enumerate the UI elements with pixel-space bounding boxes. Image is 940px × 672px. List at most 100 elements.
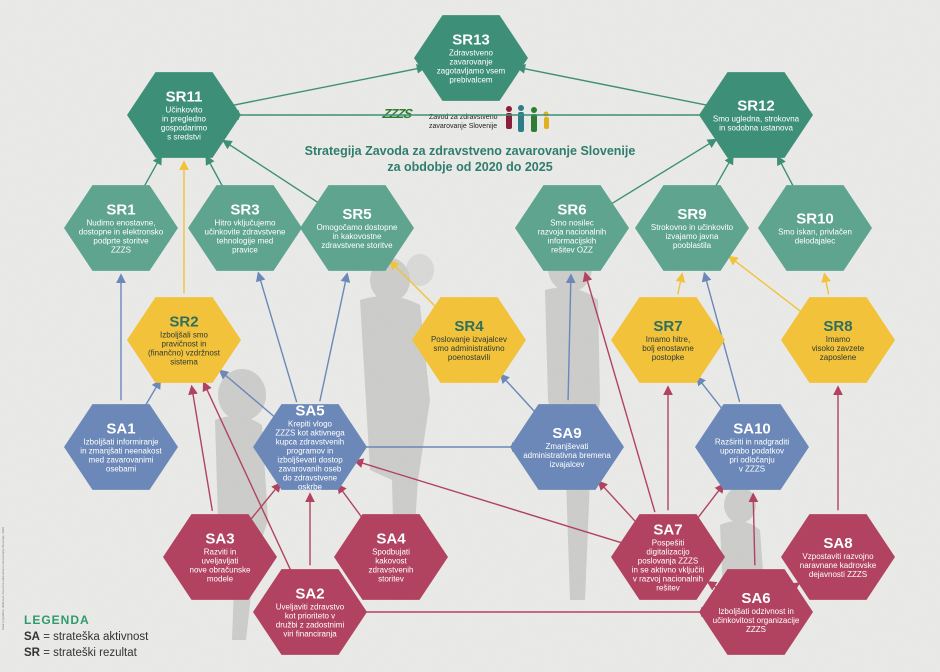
legend-sr-code: SR xyxy=(24,647,40,659)
zzzs-logo: ZZZS Zavod za zdravstveno zavarovanje Sl… xyxy=(382,104,563,144)
hexagon-shape xyxy=(781,514,895,600)
node-text-line: programov in xyxy=(287,447,334,456)
node-text-line: pravičnost in xyxy=(162,340,207,349)
node-text-line: Izboljšati informiranje xyxy=(83,438,159,447)
node-text-line: Izboljšali smo xyxy=(160,331,209,340)
node-text-line: nove obračunske xyxy=(190,566,251,575)
node-text-line: Izboljšati odzivnost in xyxy=(718,607,794,616)
hexagon-shape xyxy=(334,514,448,600)
node-text-line: kupca zdravstvenih xyxy=(276,438,344,447)
node-text-line: Uveljaviti zdravstvo xyxy=(276,603,345,612)
arrow-sa6-to-sa10 xyxy=(748,492,759,566)
node-code: SR11 xyxy=(166,89,203,106)
hexagon-shape xyxy=(253,404,367,490)
arrow-sa3-to-sa5 xyxy=(249,482,282,522)
node-sa4: SA4Spodbujatikakovostzdravstvenihstorite… xyxy=(334,514,448,600)
node-text-line: Razširiti in nadgraditi xyxy=(715,438,789,447)
node-text-line: Smo ugledna, strokovna xyxy=(713,115,800,124)
node-code: SA10 xyxy=(733,421,771,438)
hexagon-shape xyxy=(414,15,528,101)
node-text-line: in pregledno xyxy=(162,115,207,124)
logo-text-line1: Zavod za zdravstveno xyxy=(429,114,498,121)
node-text-line: modele xyxy=(207,575,234,584)
node-text-line: Zmanjševati xyxy=(545,442,588,451)
arrow-sa9-to-sr4 xyxy=(499,373,536,414)
node-text-line: v ZZZS xyxy=(739,465,765,474)
node-text-line: informacijskih xyxy=(548,237,596,246)
node-code: SA8 xyxy=(823,535,852,552)
arrow-sa6-to-sa8 xyxy=(789,582,801,592)
arrow-sr8-to-sr10 xyxy=(821,272,831,295)
hexagon-shape xyxy=(635,185,749,271)
node-text-line: Razviti in xyxy=(204,548,236,557)
logo-text: Zavod za zdravstveno zavarovanje Sloveni… xyxy=(429,113,509,131)
arrow-sa5-to-sr3 xyxy=(255,271,298,403)
node-code: SR4 xyxy=(454,318,484,335)
node-text-line: zavarovanje xyxy=(449,58,493,67)
legend-title: LEGENDA xyxy=(24,613,90,627)
arrow-sa6-to-sa7 xyxy=(706,581,718,591)
arrow-sr11-to-sr13 xyxy=(229,63,427,107)
node-code: SA3 xyxy=(205,531,234,548)
node-code: SR7 xyxy=(653,318,682,335)
arrow-sa2-to-sr2 xyxy=(202,381,291,570)
node-text-line: bolj enostavne xyxy=(642,344,694,353)
node-code: SA5 xyxy=(295,403,324,420)
node-text-line: Smo nosilec xyxy=(550,219,594,228)
legend: LEGENDA SA = strateška aktivnost SR = st… xyxy=(24,613,148,661)
node-text-line: zdravstvenih xyxy=(369,566,414,575)
node-code: SR3 xyxy=(230,202,259,219)
arrow-sr6-to-sr12 xyxy=(611,138,718,205)
node-text-line: delodajalec xyxy=(795,237,835,246)
arrow-sr7-to-sr9 xyxy=(675,272,686,295)
arrow-sa9-to-sr6 xyxy=(565,273,576,401)
node-text-line: Strokovno in učinkovito xyxy=(651,223,734,232)
node-code: SR6 xyxy=(557,202,586,219)
legend-sa-code: SA xyxy=(24,631,40,643)
node-text-line: dejavnosti ZZZS xyxy=(809,570,867,579)
node-text-line: pooblastila xyxy=(673,241,712,250)
legend-row-sr: SR = strateški rezultat xyxy=(24,645,148,661)
node-text-line: storitev xyxy=(378,575,404,584)
node-text-line: uporabo podatkov xyxy=(720,447,784,456)
node-text-line: zavarovanih oseb xyxy=(279,465,342,474)
arrow-sr3-to-sr11 xyxy=(205,154,224,188)
node-text-line: Nudimo enostavne, xyxy=(87,219,156,228)
hexagon-shape xyxy=(412,297,526,383)
node-text-line: Spodbujati xyxy=(372,548,410,557)
node-text-line: v razvoj nacionalnih xyxy=(633,575,703,584)
node-text-line: rešitev xyxy=(656,584,680,593)
node-text-line: s sredstvi xyxy=(167,133,201,142)
arrow-sa5-to-sr2 xyxy=(218,369,275,418)
node-text-line: Zdravstveno xyxy=(449,49,494,58)
hexagon-shape xyxy=(695,404,809,490)
hexagon-shape xyxy=(611,514,725,600)
hexagon-shape xyxy=(758,185,872,271)
node-text-line: Imamo xyxy=(826,335,851,344)
node-code: SR10 xyxy=(796,211,834,228)
hexagon-shape xyxy=(699,569,813,655)
node-text-line: prebivalcem xyxy=(449,76,492,85)
node-text-line: visoko zavzete xyxy=(812,344,865,353)
node-text-line: postopke xyxy=(652,353,685,362)
node-text-line: Smo iskan, privlačen xyxy=(778,228,852,237)
hexagon-shape xyxy=(515,185,629,271)
node-text-line: Hitro vključujemo xyxy=(215,219,276,228)
node-text-line: in kakovostne xyxy=(333,232,382,241)
node-text-line: med zavarovanimi xyxy=(89,456,154,465)
node-code: SA6 xyxy=(741,590,770,607)
node-text-line: Poslovanje izvajalcev xyxy=(431,335,507,344)
